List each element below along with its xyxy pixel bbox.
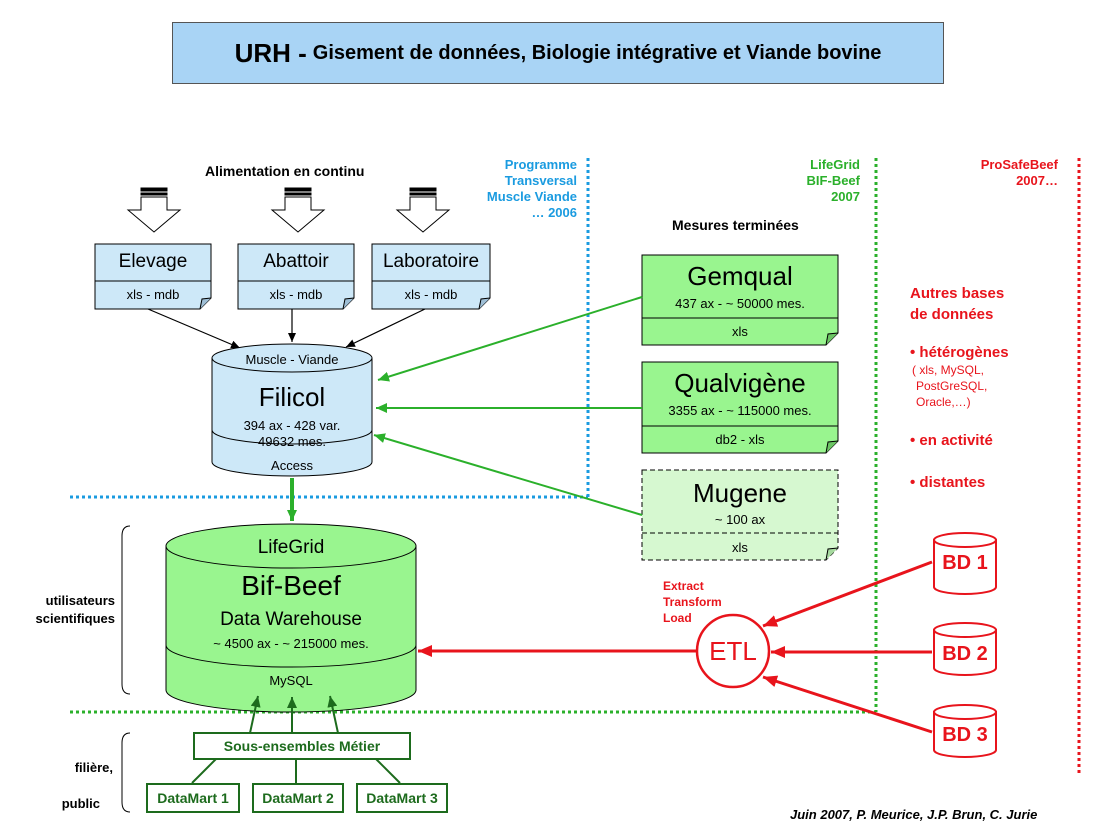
warehouse-name: Bif-Beef [241, 570, 341, 601]
programme-line1: Programme [504, 157, 577, 172]
other-dbs-title-line2: de données [910, 306, 994, 323]
arrow-elevage-filicol [147, 308, 241, 349]
prosafe-line2: 2007… [1016, 173, 1058, 188]
programme-line3: Muscle Viande [486, 189, 577, 204]
arrow-bd1-etl [762, 560, 933, 628]
feed-arrow-elevage [126, 187, 182, 233]
public-label-line1: filière, [74, 760, 113, 775]
etl-description: Extract Transform Load [663, 578, 722, 626]
warehouse-subtitle: Data Warehouse [220, 609, 362, 630]
arrow-subset-right [327, 695, 339, 734]
other-dbs-types-line2: PostGreSQL, [916, 379, 988, 393]
measure-box-qualvigene [641, 361, 839, 454]
etl-description-line1: Extract [663, 579, 704, 593]
lifegrid-line2: BIF-Beef [806, 173, 860, 188]
source-format-laboratoire: xls - mdb [404, 287, 458, 302]
source-box-elevage [94, 243, 212, 310]
filicol-stats-line1: 394 ax - 428 var. [243, 418, 341, 433]
users-label: utilisateurs scientifiques [20, 592, 115, 628]
users-label-line1: utilisateurs [45, 593, 115, 608]
measure-name-mugene: Mugene [693, 478, 787, 508]
prosafebeef-label: ProSafeBeef 2007… [940, 157, 1058, 189]
etl-description-line2: Transform [663, 595, 722, 609]
measure-stats-mugene: ~ 100 ax [714, 512, 766, 527]
bd2-label: BD 2 [942, 643, 988, 665]
arrow-laboratoire-filicol [345, 308, 426, 348]
subsets-box: Sous-ensembles Métier [193, 732, 411, 760]
filicol-bottom-label: Access [271, 458, 313, 473]
other-dbs-types-line3: Oracle,…) [916, 395, 971, 409]
bd2-cylinder [933, 622, 997, 676]
other-dbs-types-line1: ( xls, MySQL, [912, 363, 985, 377]
source-name-laboratoire: Laboratoire [382, 251, 480, 272]
title-box: URH - Gisement de données, Biologie inté… [172, 22, 944, 84]
bracket-users [121, 525, 131, 695]
other-dbs-remote: • distantes [910, 474, 986, 491]
measure-format-mugene: xls [732, 540, 748, 555]
feed-label: Alimentation en continu [205, 163, 365, 179]
measures-label: Mesures terminées [672, 217, 799, 233]
measure-format-gemqual: xls [732, 324, 748, 339]
datamart-1: DataMart 1 [146, 783, 240, 813]
programme-line4: … 2006 [531, 205, 577, 220]
lifegrid-period-label: LifeGrid BIF-Beef 2007 [760, 157, 860, 205]
other-dbs-title: Autres bases de données [910, 283, 1004, 325]
etl-description-line3: Load [663, 611, 692, 625]
feed-arrow-laboratoire [395, 187, 451, 233]
prosafe-line1: ProSafeBeef [980, 157, 1058, 172]
source-format-abattoir: xls - mdb [269, 287, 323, 302]
arrow-subset-left [249, 695, 261, 734]
programme-line2: Transversal [504, 173, 577, 188]
lifegrid-line1: LifeGrid [810, 157, 860, 172]
warehouse-stats: ~ 4500 ax - ~ 215000 mes. [213, 636, 369, 651]
datamart-2: DataMart 2 [252, 783, 344, 813]
warehouse-top-label: LifeGrid [257, 537, 325, 558]
measure-box-gemqual [641, 254, 839, 346]
arrow-gemqual-filicol [377, 296, 643, 382]
line-dm1-subsets [191, 756, 219, 784]
source-box-abattoir [237, 243, 355, 310]
source-name-elevage: Elevage [118, 251, 188, 272]
programme-label: Programme Transversal Muscle Viande … 20… [440, 157, 577, 221]
other-dbs-types: ( xls, MySQL, PostGreSQL, Oracle,…) [912, 362, 987, 410]
source-name-abattoir: Abattoir [263, 251, 329, 272]
bracket-public [121, 732, 131, 813]
bd3-label: BD 3 [942, 724, 988, 746]
measure-box-mugene [641, 469, 839, 561]
other-dbs-active: • en activité [910, 432, 993, 449]
users-label-line2: scientifiques [35, 611, 115, 626]
title-main: URH - [234, 37, 307, 68]
credit-line: Juin 2007, P. Meurice, J.P. Brun, C. Jur… [790, 807, 1038, 822]
warehouse-bottom-label: MySQL [269, 673, 313, 688]
bd1-cylinder [933, 532, 997, 595]
other-dbs-heterogeneous: • hétérogènes [910, 344, 1009, 361]
source-format-elevage: xls - mdb [126, 287, 180, 302]
line-dm3-subsets [373, 756, 401, 784]
measure-name-qualvigene: Qualvigène [674, 368, 806, 398]
etl-label: ETL [709, 636, 757, 666]
measure-format-qualvigene: db2 - xls [715, 432, 765, 447]
warehouse-cylinder [165, 523, 417, 713]
datamart-3: DataMart 3 [356, 783, 448, 813]
measure-name-gemqual: Gemqual [687, 261, 793, 291]
bd3-cylinder [933, 704, 997, 758]
measure-stats-qualvigene: 3355 ax - ~ 115000 mes. [668, 403, 812, 418]
bd1-label: BD 1 [942, 552, 988, 574]
arrow-mugene-filicol [373, 433, 643, 516]
other-dbs-title-line1: Autres bases [910, 285, 1005, 302]
public-label-line2: public [61, 796, 100, 811]
measure-stats-gemqual: 437 ax - ~ 50000 mes. [675, 296, 805, 311]
arrow-bd3-etl [762, 675, 933, 734]
feed-arrow-abattoir [270, 187, 326, 233]
lifegrid-line3: 2007 [831, 189, 860, 204]
filicol-stats-line2: 49632 mes. [258, 434, 326, 449]
filicol-cylinder [211, 343, 373, 477]
filicol-name: Filicol [258, 382, 326, 412]
filicol-top-label: Muscle - Viande [245, 352, 339, 367]
source-box-laboratoire [371, 243, 491, 310]
title-subtitle: Gisement de données, Biologie intégrativ… [312, 41, 882, 64]
